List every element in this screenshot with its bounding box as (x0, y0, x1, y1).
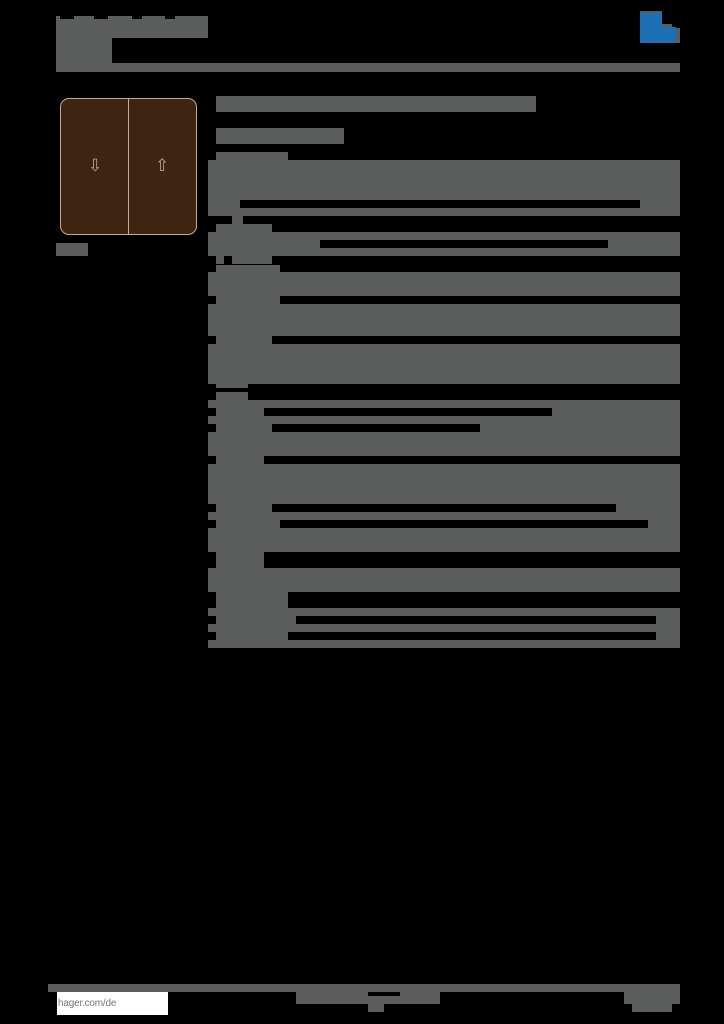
hager-logo-icon (640, 11, 680, 43)
spec-row: [redacted] (216, 256, 272, 264)
spec-row-key (216, 408, 264, 416)
spec-row-end (552, 408, 680, 416)
spec-row: [redacted] (208, 528, 680, 552)
product-image: ⇩ ⇧ (60, 98, 197, 235)
arrow-down-icon: ⇩ (88, 156, 103, 175)
footer-center-tail (368, 1004, 384, 1012)
footer-url-link[interactable]: hager.com/de (57, 992, 168, 1015)
spec-row: [redacted] (208, 400, 680, 408)
spec-row: [redacted] (208, 160, 680, 200)
section-label: [redacted] (216, 224, 272, 232)
spec-row-key (216, 520, 280, 528)
section-label: [redacted] (216, 152, 288, 162)
spec-row: [redacted] (208, 624, 680, 632)
footer-gap (368, 992, 400, 996)
footer-page-tail (632, 1004, 672, 1012)
product-heading: [redacted product title] (216, 96, 536, 112)
spec-row-end (656, 616, 680, 624)
section-label: [redacted] (216, 392, 248, 400)
footer-page-text: [redacted] (624, 992, 680, 1004)
spec-row-key (216, 336, 272, 344)
spec-row-end (616, 504, 680, 512)
rocker-right: ⇧ (128, 98, 197, 235)
section-label: [redacted] (216, 552, 264, 568)
spec-row-end (656, 632, 680, 640)
spec-row-end (608, 240, 680, 248)
spec-row-key (216, 504, 272, 512)
spec-row-key (232, 216, 243, 224)
spec-row: [redacted] (208, 344, 680, 384)
spec-row-key (216, 384, 248, 388)
document-title: [redacted product number] (56, 16, 208, 38)
image-caption: [redacted] (56, 243, 88, 256)
spec-row: [redacted] (216, 456, 264, 464)
spec-row: [redacted] (208, 432, 680, 456)
title-notch (132, 16, 142, 19)
spec-row-key (216, 424, 272, 432)
spec-row (208, 416, 680, 424)
spec-row: [redacted] (208, 304, 680, 336)
spec-row: [redacted] (208, 608, 680, 616)
bullet-gap (224, 256, 232, 264)
spec-row: [redacted] (208, 568, 680, 592)
spec-row-end (640, 200, 680, 208)
footer-rule (48, 984, 680, 992)
spec-row-end (648, 520, 680, 528)
arrow-up-icon: ⇧ (155, 156, 170, 175)
spec-row: [redacted] (208, 464, 680, 504)
section-label: [redacted] (216, 592, 288, 608)
header-rule (56, 63, 680, 72)
spec-row-key (216, 632, 288, 640)
document-subtitle: [redacted] (56, 38, 112, 64)
title-notch (60, 16, 74, 19)
spec-row: [redacted] (208, 248, 680, 256)
spec-row: [redacted] (208, 208, 680, 216)
spec-row-key (208, 240, 320, 248)
spec-row-key (208, 200, 240, 208)
title-notch (94, 16, 108, 19)
spec-row: [redacted] (208, 512, 680, 520)
section-label: [redacted] (216, 265, 280, 273)
spec-row-key (216, 616, 296, 624)
title-notch (165, 16, 175, 19)
footer-center-text: [redacted] (296, 992, 440, 1004)
spec-row-key (216, 296, 280, 304)
spec-row (208, 232, 680, 240)
spec-row: [redacted] (208, 640, 680, 648)
footer-url-text: hager.com/de (58, 998, 117, 1009)
rocker-left: ⇩ (60, 98, 129, 235)
spec-row: [redacted] (208, 272, 680, 296)
product-subheading: [redacted subtitle] (216, 128, 344, 144)
spec-row-end (480, 424, 680, 432)
